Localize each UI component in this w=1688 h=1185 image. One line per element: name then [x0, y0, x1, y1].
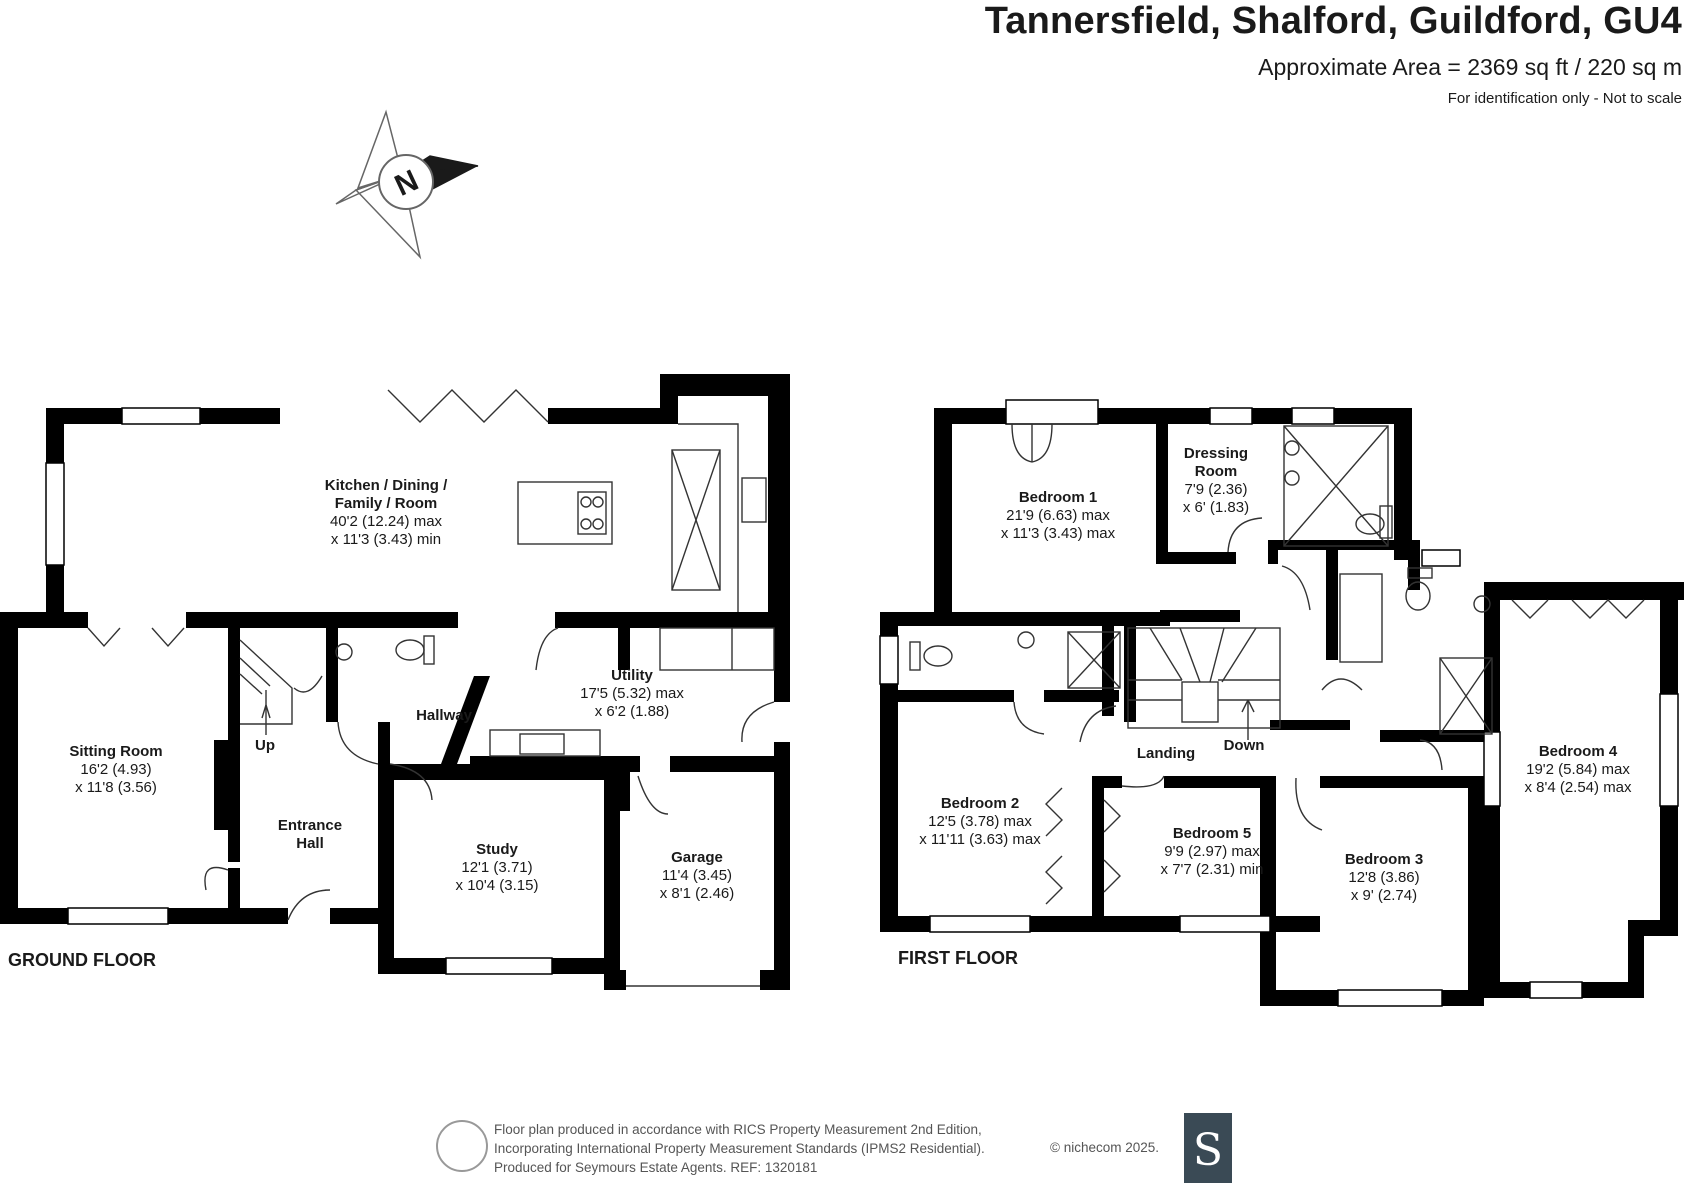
ground-floor-fixtures — [87, 389, 775, 987]
bedroom1-dim2: x 11'3 (3.43) max — [1001, 525, 1116, 542]
entrance-hall-name-line2: Hall — [296, 835, 324, 852]
utility-dim2: x 6'2 (1.88) — [595, 703, 670, 720]
dressing-room-name-line2: Room — [1195, 463, 1238, 480]
first-floor-room-labels: Bedroom 1 21'9 (6.63) max x 11'3 (3.43) … — [919, 445, 1632, 904]
first-floor-label: FIRST FLOOR — [898, 948, 1018, 968]
ground-floor-room-labels: Kitchen / Dining / Family / Room 40'2 (1… — [69, 477, 734, 902]
first-floor-fixtures — [909, 423, 1645, 905]
landing-name: Landing — [1137, 745, 1195, 762]
badge-letter: S — [1192, 1125, 1224, 1176]
sitting-room-dim1: 16'2 (4.93) — [80, 761, 151, 778]
footer-line-2: Incorporating International Property Mea… — [494, 1141, 985, 1156]
bedroom3-dim2: x 9' (2.74) — [1351, 887, 1417, 904]
bedroom5-name: Bedroom 5 — [1173, 825, 1251, 842]
bedroom3-name: Bedroom 3 — [1345, 851, 1423, 868]
kitchen-name-line1: Kitchen / Dining / — [325, 477, 448, 494]
identification-note: For identification only - Not to scale — [1447, 90, 1682, 107]
kitchen-dim1: 40'2 (12.24) max — [330, 513, 443, 530]
bedroom4-name: Bedroom 4 — [1539, 743, 1618, 760]
ground-floor-walls — [0, 374, 790, 990]
ground-floor-label: GROUND FLOOR — [8, 950, 156, 970]
seymours-logo-badge: S — [1184, 1113, 1232, 1183]
bedroom3-dim1: 12'8 (3.86) — [1348, 869, 1419, 886]
bedroom4-dim1: 19'2 (5.84) max — [1526, 761, 1630, 778]
dressing-room-name-line1: Dressing — [1184, 445, 1248, 462]
kitchen-dim2: x 11'3 (3.43) min — [331, 531, 441, 548]
garage-name: Garage — [671, 849, 723, 866]
approximate-area: Approximate Area = 2369 sq ft / 220 sq m — [1258, 54, 1682, 80]
bedroom1-name: Bedroom 1 — [1019, 489, 1097, 506]
bedroom2-dim2: x 11'11 (3.63) max — [919, 831, 1041, 848]
bedroom4-dim2: x 8'4 (2.54) max — [1524, 779, 1632, 796]
bedroom5-dim1: 9'9 (2.97) max — [1164, 843, 1260, 860]
study-dim2: x 10'4 (3.15) — [456, 877, 539, 894]
utility-dim1: 17'5 (5.32) max — [580, 685, 684, 702]
copyright-text: © nichecom 2025. — [1050, 1140, 1160, 1155]
utility-name: Utility — [611, 667, 653, 684]
down-label: Down — [1224, 737, 1265, 754]
bedroom5-dim2: x 7'7 (2.31) min — [1161, 861, 1264, 878]
garage-dim1: 11'4 (3.45) — [662, 867, 732, 884]
first-floor-walls — [880, 408, 1684, 1006]
bedroom2-dim1: 12'5 (3.78) max — [928, 813, 1032, 830]
property-address-title: Tannersfield, Shalford, Guildford, GU4 — [984, 0, 1682, 42]
up-label: Up — [255, 737, 275, 754]
hallway-name: Hallway — [416, 707, 473, 724]
sitting-room-dim2: x 11'8 (3.56) — [75, 779, 157, 796]
rics-person-icon — [436, 1120, 488, 1172]
sitting-room-name: Sitting Room — [69, 743, 162, 760]
bedroom2-name: Bedroom 2 — [941, 795, 1019, 812]
garage-dim2: x 8'1 (2.46) — [660, 885, 735, 902]
footer-line-3: Produced for Seymours Estate Agents. REF… — [494, 1160, 818, 1175]
study-name: Study — [476, 841, 518, 858]
footer-line-1: Floor plan produced in accordance with R… — [494, 1122, 982, 1137]
ground-floor-windows — [45, 407, 553, 975]
first-floor-windows — [879, 399, 1679, 1007]
entrance-hall-name-line1: Entrance — [278, 817, 342, 834]
kitchen-name-line2: Family / Room — [335, 495, 438, 512]
compass-rose: N — [335, 109, 479, 260]
bedroom1-dim1: 21'9 (6.63) max — [1006, 507, 1110, 524]
dressing-room-dim1: 7'9 (2.36) — [1185, 481, 1248, 498]
study-dim1: 12'1 (3.71) — [461, 859, 532, 876]
dressing-room-dim2: x 6' (1.83) — [1183, 499, 1249, 516]
